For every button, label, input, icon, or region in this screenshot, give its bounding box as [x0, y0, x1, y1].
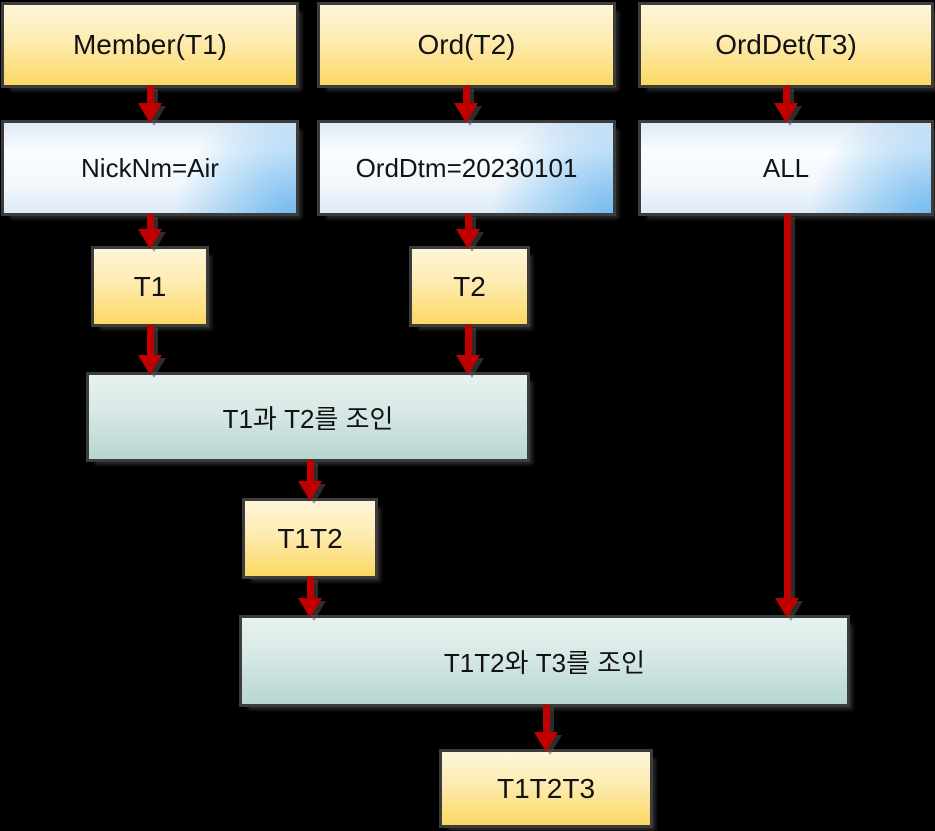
arrow-shaft — [542, 705, 550, 732]
node-ord: Ord(T2) — [320, 5, 613, 85]
arrow-shaft — [306, 577, 314, 598]
arrow-t1t2-to-join2 — [298, 577, 322, 618]
arrow-shaft — [146, 325, 154, 355]
node-join2-label: T1T2와 T3를 조인 — [443, 647, 646, 678]
arrowhead-down-icon — [534, 732, 558, 752]
node-member-filter: NickNm=Air — [4, 123, 296, 213]
arrow-orddet-filter-to-join2 — [775, 214, 799, 618]
arrowhead-down-icon — [774, 103, 798, 123]
node-join2: T1T2와 T3를 조인 — [242, 618, 847, 704]
arrowhead-down-icon — [138, 355, 162, 375]
arrow-t2-to-join1 — [456, 325, 480, 375]
node-t1t2: T1T2 — [245, 501, 375, 576]
node-t2-label: T2 — [453, 270, 486, 302]
arrow-shaft — [464, 214, 472, 229]
arrow-join1-to-t1t2 — [298, 460, 322, 501]
node-t1t2t3-label: T1T2T3 — [496, 772, 596, 804]
node-t2: T2 — [412, 249, 527, 324]
node-orddet: OrdDet(T3) — [641, 5, 931, 85]
node-join1-label: T1과 T2를 조인 — [222, 403, 394, 434]
node-orddet-filter: ALL — [641, 123, 931, 213]
arrowhead-down-icon — [775, 598, 799, 618]
node-orddet-label: OrdDet(T3) — [715, 29, 857, 60]
arrow-shaft — [306, 460, 314, 481]
arrow-t1-to-join1 — [138, 325, 162, 375]
node-t1-label: T1 — [133, 270, 167, 302]
arrow-shaft — [464, 325, 472, 355]
arrow-ord-filter-to-t2 — [456, 214, 480, 249]
arrowhead-down-icon — [138, 229, 162, 249]
node-ord-filter: OrdDtm=20230101 — [320, 123, 613, 213]
arrow-ord-to-ord-filter — [454, 86, 478, 123]
arrowhead-down-icon — [298, 598, 322, 618]
arrow-shaft — [783, 214, 791, 598]
arrow-shaft — [462, 86, 470, 103]
arrowhead-down-icon — [138, 103, 162, 123]
node-t1: T1 — [94, 249, 206, 324]
node-member-label: Member(T1) — [72, 29, 227, 60]
node-ord-filter-label: OrdDtm=20230101 — [355, 152, 578, 183]
node-t1t2-label: T1T2 — [277, 522, 343, 554]
node-ord-label: Ord(T2) — [417, 29, 516, 60]
node-member-filter-label: NickNm=Air — [81, 152, 219, 183]
arrow-shaft — [146, 214, 154, 229]
arrow-shaft — [782, 86, 790, 103]
arrow-shaft — [146, 86, 154, 103]
arrowhead-down-icon — [454, 103, 478, 123]
node-orddet-filter-label: ALL — [762, 152, 810, 183]
node-join1: T1과 T2를 조인 — [89, 375, 527, 459]
arrowhead-down-icon — [298, 481, 322, 501]
arrow-orddet-to-orddet-filter — [774, 86, 798, 123]
arrow-join2-to-t1t2t3 — [534, 705, 558, 752]
arrowhead-down-icon — [456, 229, 480, 249]
node-t1t2t3: T1T2T3 — [442, 752, 650, 825]
arrow-member-to-member-filter — [138, 86, 162, 123]
arrowhead-down-icon — [456, 355, 480, 375]
arrow-member-filter-to-t1 — [138, 214, 162, 249]
node-member: Member(T1) — [4, 5, 296, 85]
